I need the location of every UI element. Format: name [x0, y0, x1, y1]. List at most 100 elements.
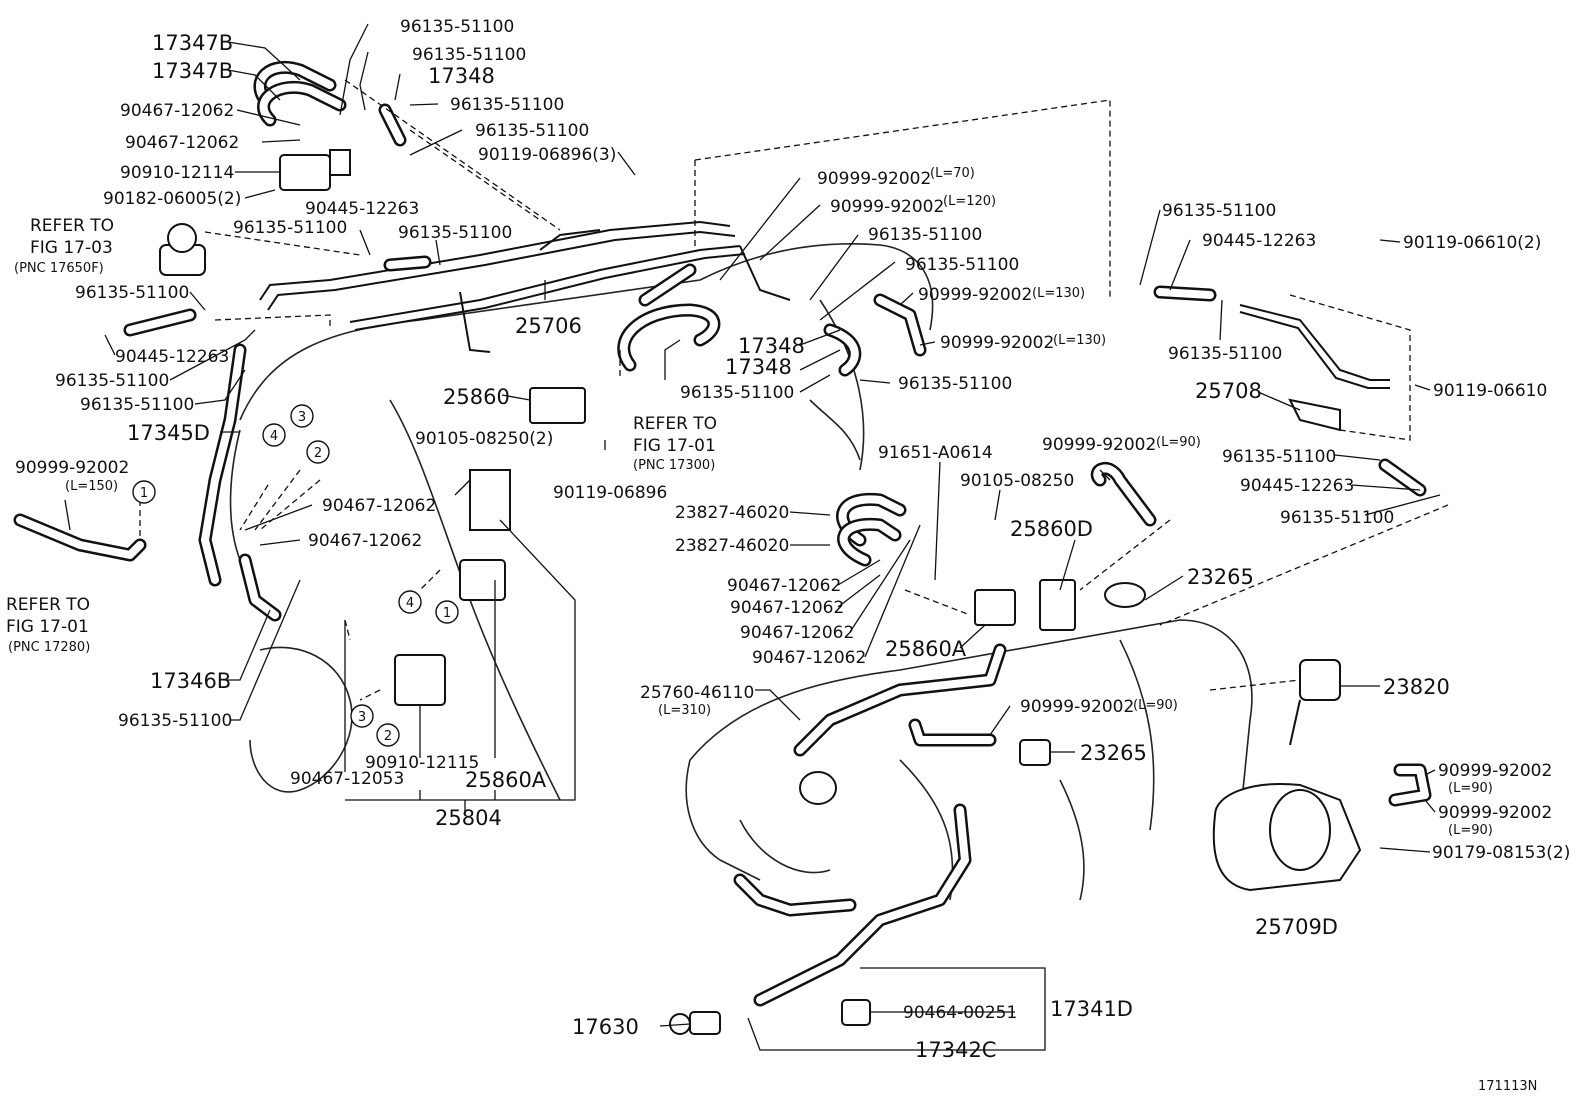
part-callout: 90179-08153(2)	[1432, 843, 1570, 863]
circle-ref: 3	[290, 404, 314, 428]
part-callout: 90999-92002	[1020, 697, 1134, 717]
part-callout: 25860A	[885, 637, 967, 661]
part-callout: 90105-08250(2)	[415, 429, 553, 449]
part-callout: 25760-46110	[640, 683, 754, 703]
part-callout: 96135-51100	[905, 255, 1019, 275]
part-callout: 23820	[1383, 675, 1450, 699]
part-callout: (L=90)	[1448, 781, 1493, 796]
part-callout: (L=90)	[1133, 698, 1178, 713]
part-callout: 90910-12114	[120, 163, 234, 183]
circle-ref: 3	[350, 704, 374, 728]
part-callout: 96135-51100	[450, 95, 564, 115]
part-callout: 25860D	[1010, 517, 1093, 541]
part-callout: 91651-A0614	[878, 443, 993, 463]
circle-ref: 2	[306, 440, 330, 464]
part-callout: 96135-51100	[898, 374, 1012, 394]
part-callouts: 17347B 17347B 96135-51100 96135-51100 17…	[6, 17, 1570, 1062]
vacuum-pipe-assembly-25708	[1239, 304, 1390, 432]
part-callout: 96135-51100	[55, 371, 169, 391]
part-callout: 23265	[1187, 565, 1254, 589]
part-callout: 90999-92002	[15, 458, 129, 478]
part-callout: FIG 17-01	[6, 617, 89, 637]
part-callout: 90119-06896	[553, 483, 667, 503]
part-callout: 90119-06610(2)	[1403, 233, 1541, 253]
svg-text:1: 1	[140, 486, 148, 501]
part-callout: 90464-00251	[903, 1003, 1017, 1023]
leader-lines	[64, 23, 1441, 1051]
part-callout: 96135-51100	[475, 121, 589, 141]
hoses	[13, 60, 1432, 1007]
part-callout: 90445-12263	[305, 199, 419, 219]
part-callout: 17348	[428, 64, 495, 88]
part-callout: 96135-51100	[1168, 344, 1282, 364]
part-callout: 17346B	[150, 669, 231, 693]
part-callout: 90467-12062	[727, 576, 841, 596]
circle-ref: 4	[262, 423, 286, 447]
part-callout: 23827-46020	[675, 503, 789, 523]
circle-ref: 1	[435, 600, 459, 624]
svg-text:3: 3	[358, 710, 366, 725]
part-callout: 96135-51100	[868, 225, 982, 245]
part-callout: (L=70)	[930, 166, 975, 181]
part-callout: 96135-51100	[233, 218, 347, 238]
part-callout: 17348	[725, 355, 792, 379]
part-callout: 25804	[435, 806, 502, 830]
part-callout: 96135-51100	[412, 45, 526, 65]
part-callout: 90999-92002	[830, 197, 944, 217]
part-callout: 96135-51100	[1222, 447, 1336, 467]
part-callout: 17342C	[915, 1038, 996, 1062]
circle-ref: 2	[376, 723, 400, 747]
part-callout: (PNC 17280)	[8, 640, 90, 655]
part-callout: 96135-51100	[400, 17, 514, 37]
part-callout: 90182-06005(2)	[103, 189, 241, 209]
part-callout: 90119-06610	[1433, 381, 1547, 401]
part-callout: 90467-12062	[730, 598, 844, 618]
part-callout: FIG 17-03	[30, 238, 113, 258]
part-callout: 90105-08250	[960, 471, 1074, 491]
part-callout: 23265	[1080, 741, 1147, 765]
part-callout: 90467-12053	[290, 769, 404, 789]
part-callout: 90999-92002	[817, 169, 931, 189]
part-callout: (L=120)	[943, 194, 996, 209]
svg-text:1: 1	[443, 606, 451, 621]
part-callout: 90999-92002	[1438, 803, 1552, 823]
part-callout: REFER TO	[6, 595, 90, 615]
part-callout: (L=90)	[1156, 435, 1201, 450]
part-callout: 17345D	[127, 421, 210, 445]
part-callout: 90445-12263	[1240, 476, 1354, 496]
part-callout: 90999-92002	[918, 285, 1032, 305]
part-callout: 90445-12263	[115, 347, 229, 367]
part-callout: 90445-12263	[1202, 231, 1316, 251]
part-callout: 90467-12062	[752, 648, 866, 668]
part-callout: 90999-92002	[940, 333, 1054, 353]
svg-text:3: 3	[298, 410, 306, 425]
svg-text:2: 2	[384, 729, 392, 744]
part-callout: (PNC 17300)	[633, 458, 715, 473]
part-callout: 90999-92002	[1438, 761, 1552, 781]
part-callout: (PNC 17650F)	[14, 261, 104, 276]
part-callout: 17348	[738, 334, 805, 358]
part-callout: 90467-12062	[740, 623, 854, 643]
part-callout: 17341D	[1050, 997, 1133, 1021]
svg-text:2: 2	[314, 446, 322, 461]
circle-references: 1 2 3 4 1 2 3 4	[132, 404, 459, 747]
part-callout: 96135-51100	[1162, 201, 1276, 221]
part-callout: 96135-51100	[398, 223, 512, 243]
circle-ref: 1	[132, 480, 156, 504]
part-callout: 90467-12062	[322, 496, 436, 516]
part-callout: 17347B	[152, 59, 233, 83]
part-callout: (L=130)	[1053, 333, 1106, 348]
components	[159, 149, 1362, 1035]
part-callout: (L=310)	[658, 703, 711, 718]
circle-ref: 4	[398, 590, 422, 614]
part-callout: 90910-12115	[365, 753, 479, 773]
part-callout: 96135-51100	[80, 395, 194, 415]
part-callout: 96135-51100	[680, 383, 794, 403]
part-callout: 90467-12062	[125, 133, 239, 153]
part-callout: 25860A	[465, 768, 547, 792]
part-callout: 90467-12062	[120, 101, 234, 121]
part-callout: 25860	[443, 385, 510, 409]
figure-id: 171113N	[1478, 1079, 1537, 1094]
part-callout: 25706	[515, 314, 582, 338]
